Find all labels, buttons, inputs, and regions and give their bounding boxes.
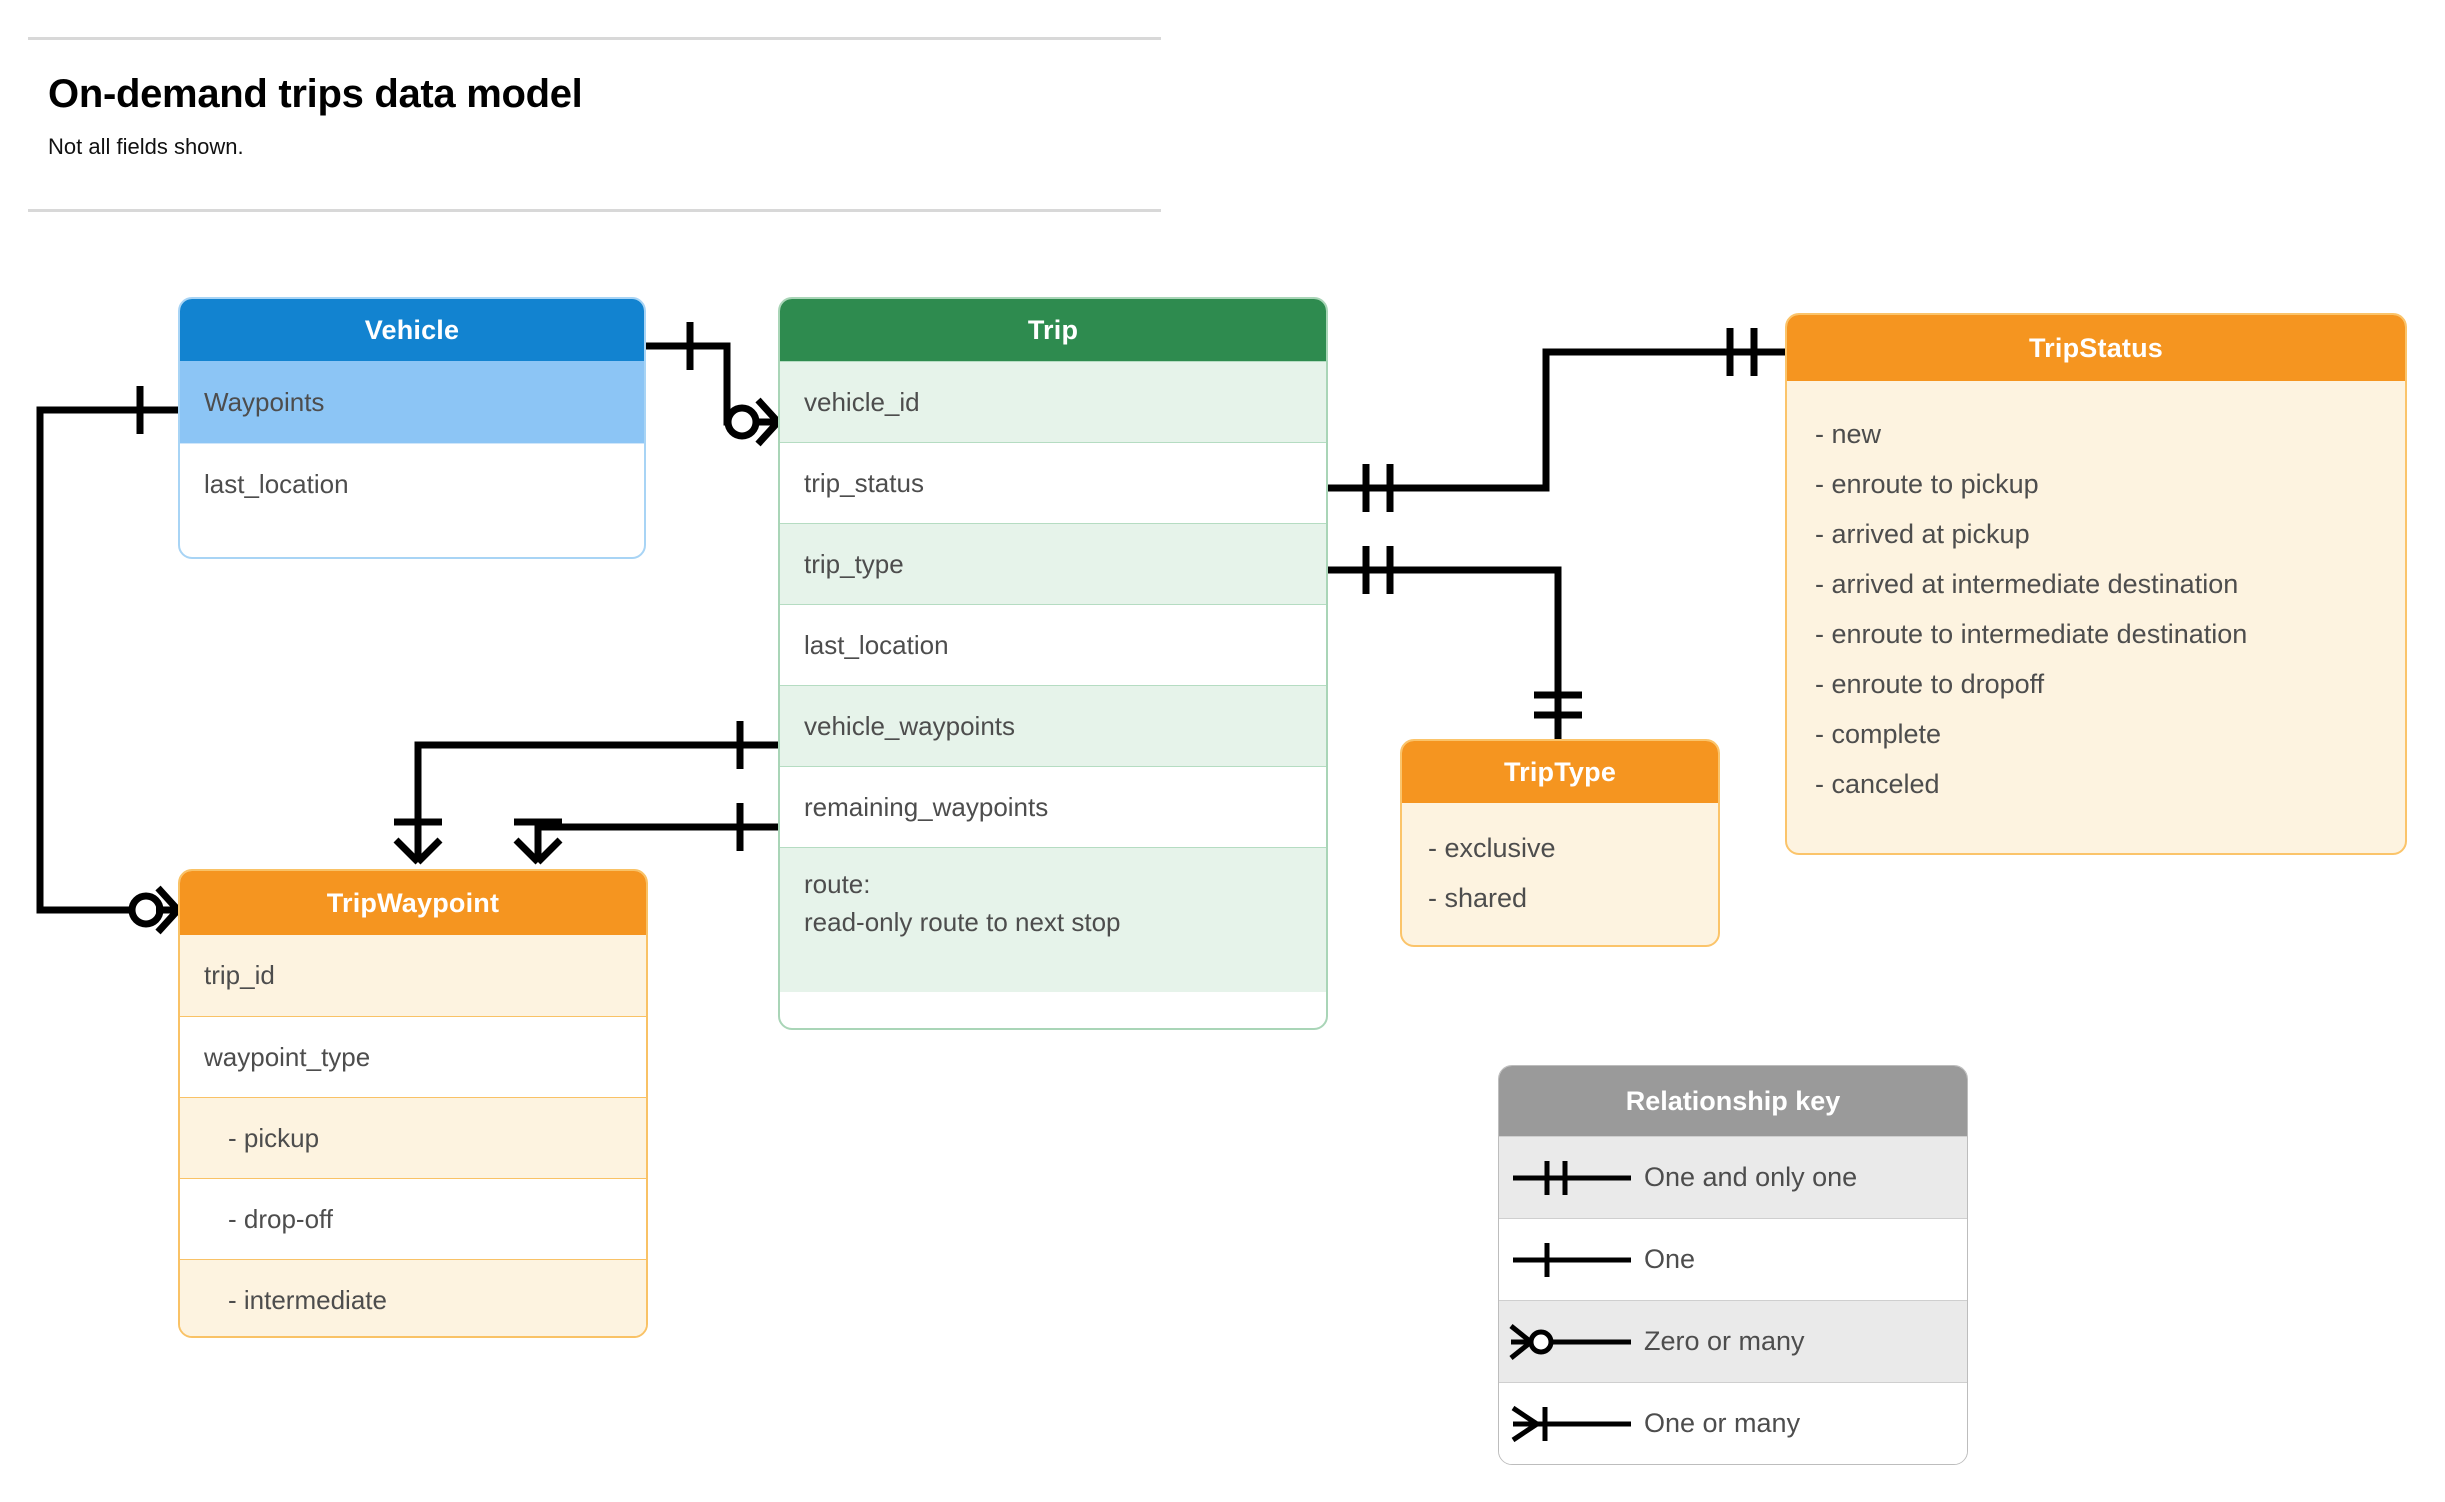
field-row: - intermediate [180,1259,646,1336]
enum-item: - arrived at pickup [1815,519,2030,549]
field-row: last_location [780,604,1326,685]
entity-tripwaypoint[interactable]: TripWaypoint trip_id waypoint_type - pic… [178,869,648,1338]
one-and-only-one-icon [1499,1153,1644,1203]
field-row: Waypoints [180,361,644,443]
one-icon [1499,1235,1644,1285]
legend-label: One [1644,1244,1696,1274]
field-row: trip_status [780,442,1326,523]
entity-vehicle[interactable]: Vehicle Waypoints last_location [178,297,646,559]
field-row-route: route: read-only route to next stop [780,847,1326,992]
field-row: vehicle_waypoints [780,685,1326,766]
relationship-key-legend[interactable]: Relationship key One and only one One [1498,1065,1968,1465]
entity-tripwaypoint-fields: trip_id waypoint_type - pickup - drop-of… [180,935,646,1336]
field-route-label: route: [804,869,871,899]
legend-label: Zero or many [1644,1326,1805,1356]
entity-tripstatus-values: - new - enroute to pickup - arrived at p… [1787,381,2405,827]
field-row: - pickup [180,1097,646,1178]
entity-tripwaypoint-title: TripWaypoint [180,871,646,935]
enum-item: - canceled [1815,769,1940,799]
entity-triptype-values: - exclusive - shared [1402,803,1718,935]
zero-or-many-icon [1499,1317,1644,1367]
field-row: remaining_waypoints [780,766,1326,847]
entity-vehicle-fields: Waypoints last_location [180,361,644,525]
legend-row: One and only one [1499,1136,1967,1218]
legend-row: Zero or many [1499,1300,1967,1382]
field-row: trip_id [180,935,646,1016]
entity-trip-fields: vehicle_id trip_status trip_type last_lo… [780,361,1326,992]
legend-row: One [1499,1218,1967,1300]
enum-item: - arrived at intermediate destination [1815,569,2239,599]
page-title: On-demand trips data model [48,72,583,116]
enum-item: - enroute to pickup [1815,469,2039,499]
field-route-description: read-only route to next stop [804,906,1121,937]
entity-triptype-title: TripType [1402,741,1718,803]
entity-tripstatus-title: TripStatus [1787,315,2405,381]
entity-tripstatus[interactable]: TripStatus - new - enroute to pickup - a… [1785,313,2407,855]
legend-title: Relationship key [1499,1066,1967,1136]
entity-triptype[interactable]: TripType - exclusive - shared [1400,739,1720,947]
entity-trip[interactable]: Trip vehicle_id trip_status trip_type la… [778,297,1328,1030]
entity-trip-title: Trip [780,299,1326,361]
header-divider-top [28,37,1161,40]
field-row: trip_type [780,523,1326,604]
legend-label: One or many [1644,1408,1801,1438]
field-row: - drop-off [180,1178,646,1259]
enum-item: - enroute to dropoff [1815,669,2045,699]
enum-item: - complete [1815,719,1942,749]
legend-row: One or many [1499,1382,1967,1464]
enum-item: - new [1815,419,1882,449]
enum-item: - exclusive [1428,833,1556,863]
enum-item: - shared [1428,883,1528,913]
field-row: waypoint_type [180,1016,646,1097]
field-row: vehicle_id [780,361,1326,442]
page-subtitle: Not all fields shown. [48,134,244,159]
enum-item: - enroute to intermediate destination [1815,619,2248,649]
entity-vehicle-title: Vehicle [180,299,644,361]
legend-label: One and only one [1644,1162,1858,1192]
header-divider-bottom [28,209,1161,212]
one-or-many-icon [1499,1399,1644,1449]
field-row: last_location [180,443,644,525]
